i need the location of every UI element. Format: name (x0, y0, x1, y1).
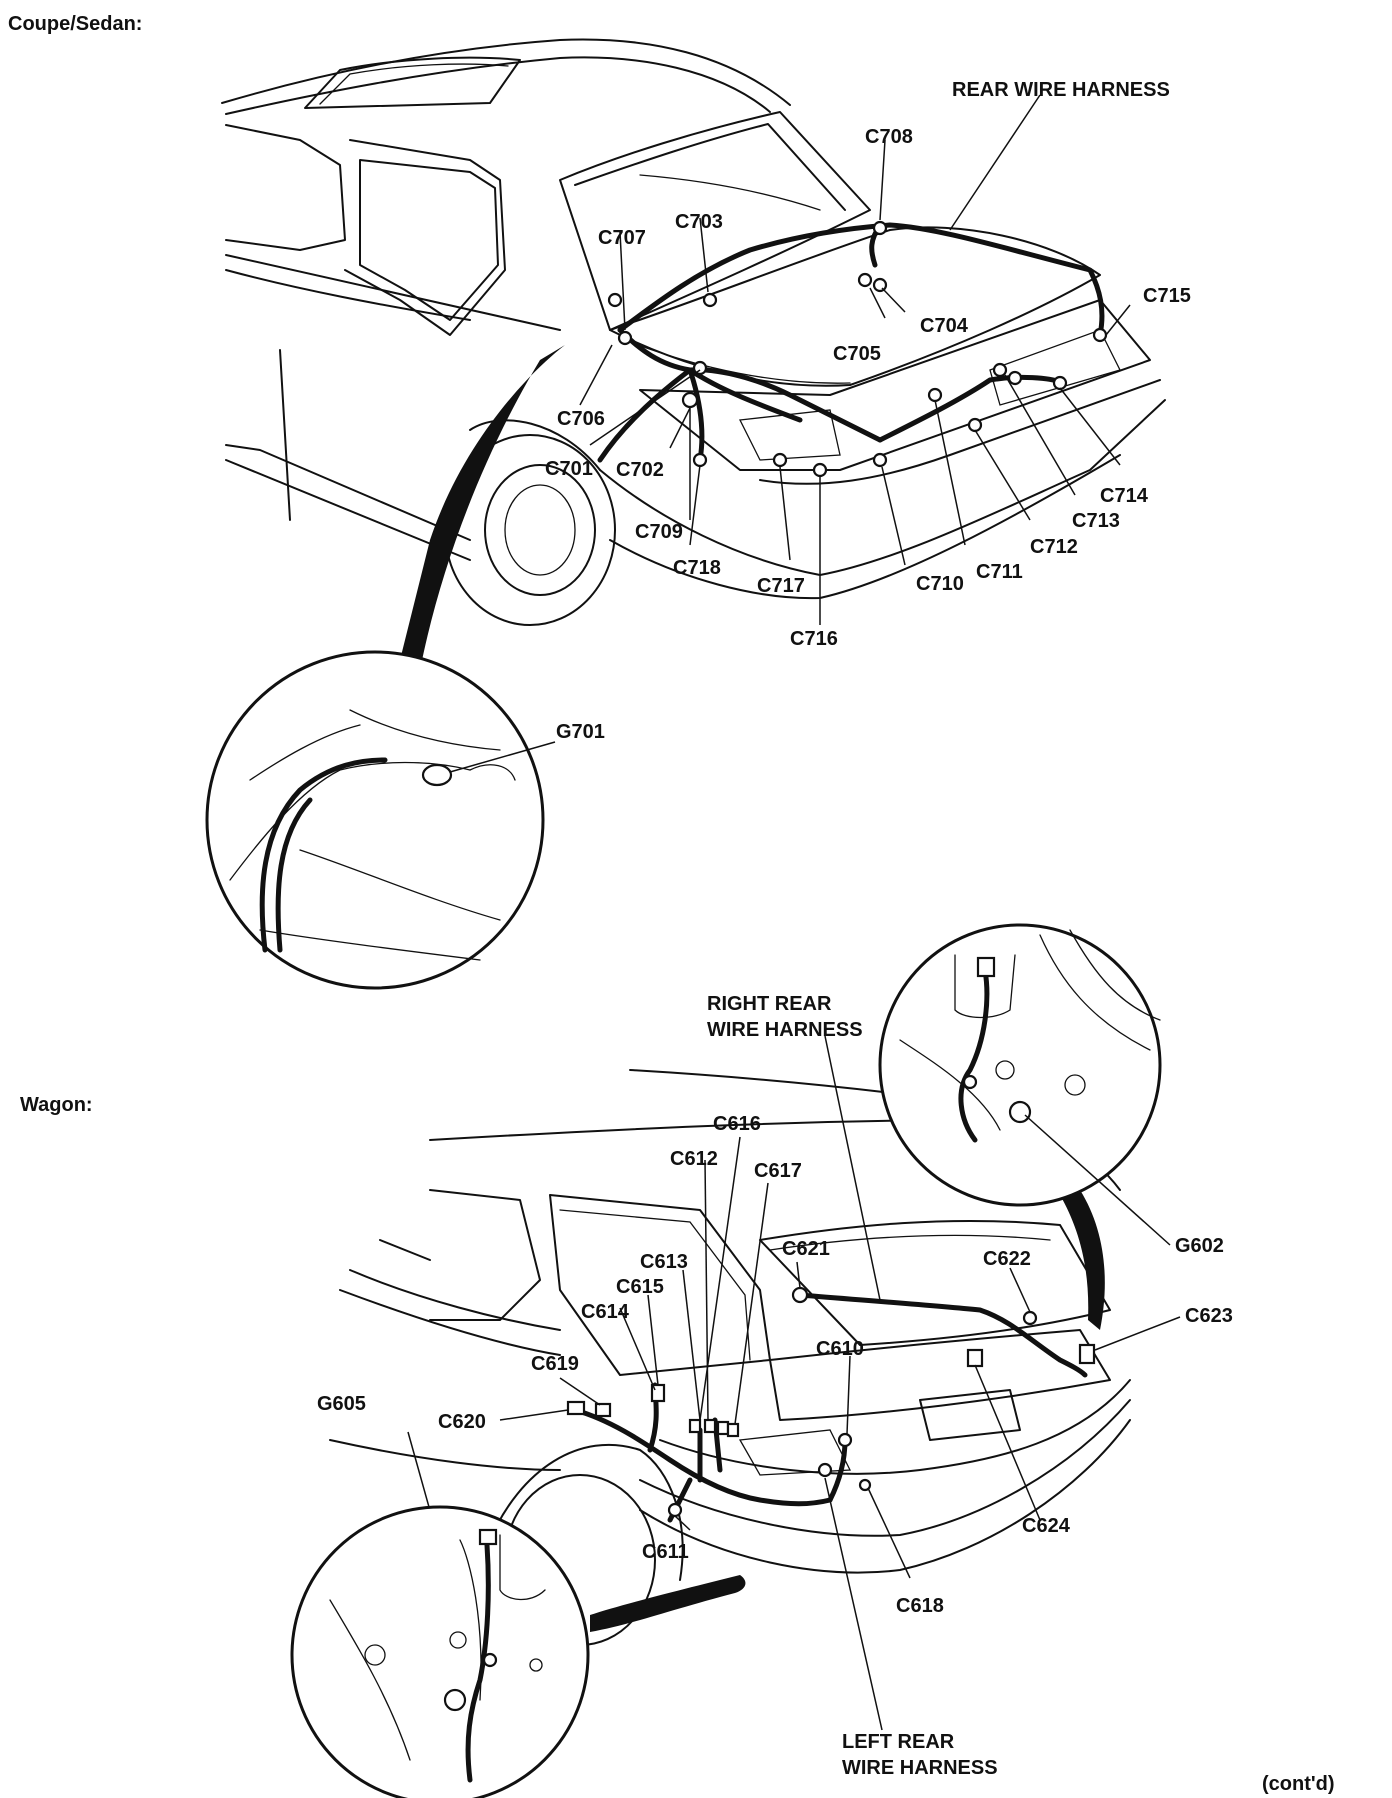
connector-c717-label: C717 (757, 575, 805, 597)
wagon-right-inset-pointer (1060, 1190, 1105, 1330)
right-rear-harness-label-line2: WIRE HARNESS (707, 1019, 863, 1041)
connector-c618-label: C618 (896, 1595, 944, 1617)
connector-c704-label: C704 (920, 315, 969, 337)
continued-note: (cont'd) (1262, 1773, 1335, 1795)
connector-c712-label: C712 (1030, 536, 1078, 558)
rear-wire-harness-label: REAR WIRE HARNESS (952, 79, 1170, 101)
connector-c711-label: C711 (976, 561, 1023, 583)
connector-c613-label: C613 (640, 1251, 688, 1273)
connector-c611-label: C611 (642, 1541, 689, 1563)
sedan-rear-wire-harness (597, 222, 1105, 463)
wagon-wire-harnesses (572, 1292, 1088, 1523)
connector-c624-label: C624 (1022, 1515, 1071, 1537)
sedan-inset-pointer (380, 345, 565, 680)
connector-c708-label: C708 (865, 126, 913, 148)
sedan-car-body (221, 38, 1166, 626)
connector-c710-label: C710 (916, 573, 964, 595)
connector-c705-label: C705 (833, 343, 881, 365)
wagon-connectors (566, 1286, 1096, 1518)
connector-c703-label: C703 (675, 211, 723, 233)
sedan-labels: REAR WIRE HARNESS C708 C703 C707 C715 C7… (545, 79, 1191, 650)
connector-c612-label: C612 (670, 1148, 718, 1170)
ground-g701-label: G701 (556, 721, 605, 743)
connector-c718-label: C718 (673, 557, 721, 579)
connector-c615-label: C615 (616, 1276, 664, 1298)
ground-g605-label: G605 (317, 1393, 366, 1415)
connector-c621-label: C621 (782, 1238, 830, 1260)
connector-c617-label: C617 (754, 1160, 802, 1182)
connector-c714-label: C714 (1100, 485, 1149, 507)
wagon-leader-lines (407, 1035, 1181, 1731)
connector-c702-label: C702 (616, 459, 664, 481)
connector-c616-label: C616 (713, 1113, 761, 1135)
connector-c620-label: C620 (438, 1411, 486, 1433)
right-rear-harness-label-line1: RIGHT REAR (707, 993, 832, 1015)
connector-c709-label: C709 (635, 521, 683, 543)
wagon-right-ground-inset (878, 923, 1171, 1246)
wagon-section-title: Wagon: (20, 1094, 93, 1116)
wagon-left-ground-inset (290, 1505, 590, 1798)
sedan-section-title: Coupe/Sedan: (8, 13, 142, 35)
connector-c701-label: C701 (545, 458, 593, 480)
connector-c619-label: C619 (531, 1353, 579, 1375)
connector-c623-label: C623 (1185, 1305, 1233, 1327)
connector-c610-label: C610 (816, 1338, 864, 1360)
wagon-left-inset-pointer (590, 1575, 746, 1632)
left-rear-harness-label-line2: WIRE HARNESS (842, 1757, 998, 1779)
wagon-labels: RIGHT REAR WIRE HARNESS C616 C612 C617 G… (317, 993, 1233, 1779)
connector-c713-label: C713 (1072, 510, 1120, 532)
sedan-leader-lines (579, 94, 1131, 625)
connector-c715-label: C715 (1143, 285, 1191, 307)
connector-c622-label: C622 (983, 1248, 1031, 1270)
connector-c716-label: C716 (790, 628, 838, 650)
connector-c707-label: C707 (598, 227, 646, 249)
sedan-ground-inset: G701 (205, 650, 605, 990)
ground-g602-label: G602 (1175, 1235, 1224, 1257)
left-rear-harness-label-line1: LEFT REAR (842, 1731, 955, 1753)
connector-c614-label: C614 (581, 1301, 630, 1323)
connector-c706-label: C706 (557, 408, 605, 430)
